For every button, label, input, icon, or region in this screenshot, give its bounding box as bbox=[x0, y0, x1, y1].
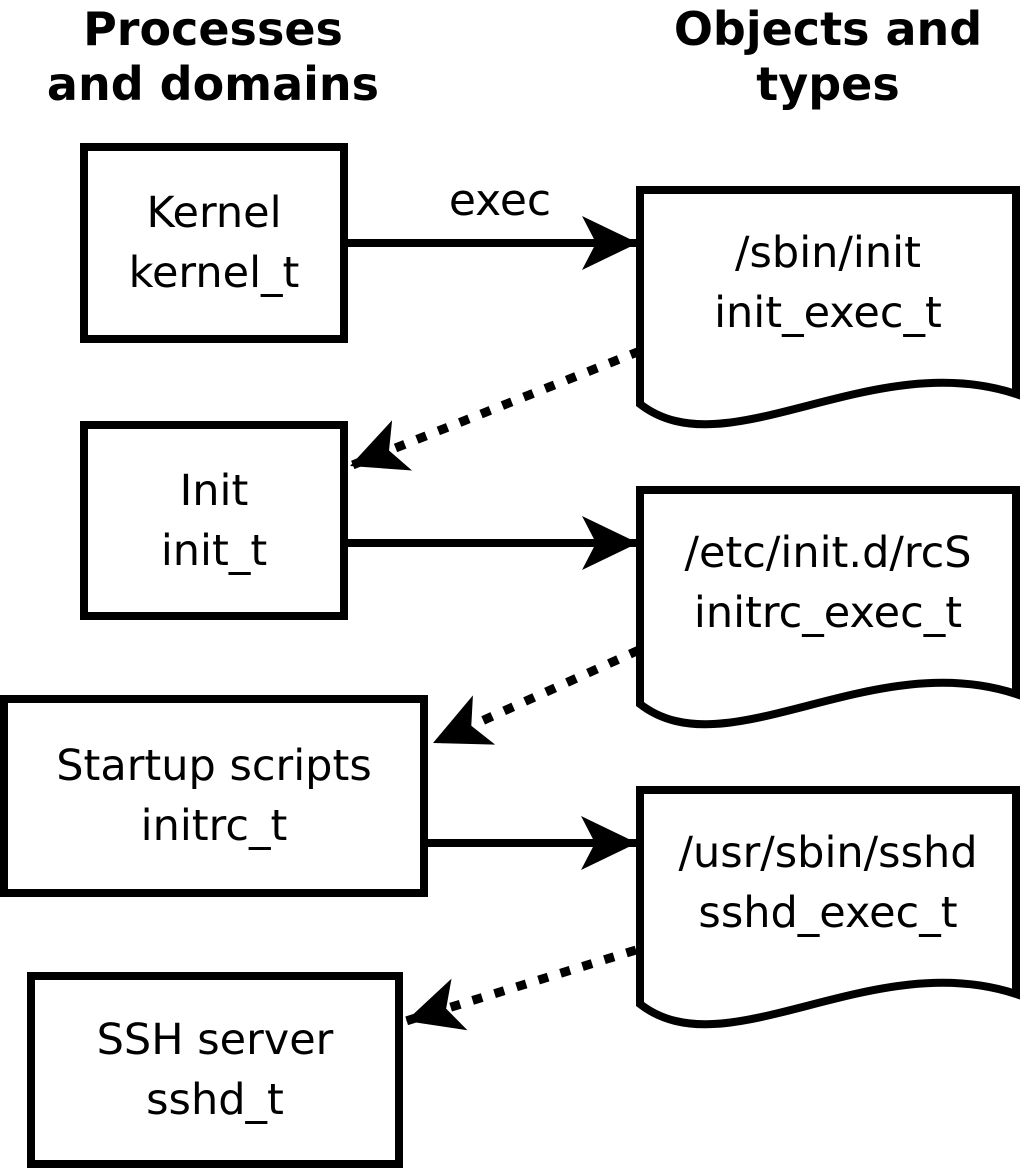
heading-line: types bbox=[756, 57, 900, 111]
column-heading-processes: Processes and domains bbox=[13, 2, 413, 112]
process-name: Startup scripts bbox=[56, 741, 372, 791]
object-doc-text: /usr/sbin/sshd sshd_exec_t bbox=[636, 823, 1020, 943]
process-name: Kernel bbox=[146, 188, 282, 238]
document-shape bbox=[636, 486, 1020, 729]
column-heading-objects: Objects and types bbox=[628, 2, 1024, 112]
object-type: init_exec_t bbox=[714, 288, 942, 338]
exec-arrow-label: exec bbox=[448, 175, 552, 226]
transition-arrow-rcs-to-initrc bbox=[431, 645, 641, 748]
process-domain-type: init_t bbox=[160, 525, 268, 576]
document-shape bbox=[636, 186, 1020, 429]
process-box-startup-scripts: Startup scripts initrc_t bbox=[0, 695, 428, 897]
process-box-ssh-server: SSH server sshd_t bbox=[27, 972, 403, 1168]
object-doc-etc-init-rcs: /etc/init.d/rcS initrc_exec_t bbox=[636, 486, 1020, 742]
object-doc-usr-sbin-sshd: /usr/sbin/sshd sshd_exec_t bbox=[636, 786, 1020, 1042]
process-box-init: Init init_t bbox=[80, 421, 348, 620]
object-doc-text: /etc/init.d/rcS initrc_exec_t bbox=[636, 523, 1020, 643]
process-name: Init bbox=[179, 465, 249, 516]
object-path: /usr/sbin/sshd bbox=[678, 828, 978, 878]
heading-line: Objects and bbox=[673, 2, 983, 56]
process-domain-type: kernel_t bbox=[128, 248, 300, 298]
process-name: SSH server bbox=[96, 1015, 334, 1065]
document-shape bbox=[636, 786, 1020, 1029]
object-type: sshd_exec_t bbox=[698, 888, 958, 938]
object-type: initrc_exec_t bbox=[693, 588, 963, 638]
heading-line: and domains bbox=[46, 57, 380, 111]
object-doc-sbin-init: /sbin/init init_exec_t bbox=[636, 186, 1020, 442]
object-path: /sbin/init bbox=[735, 228, 921, 278]
process-domain-type: sshd_t bbox=[146, 1075, 284, 1125]
transition-arrow-sbin-init-to-init bbox=[348, 346, 642, 471]
process-domain-type: initrc_t bbox=[140, 801, 288, 851]
process-box-kernel: Kernel kernel_t bbox=[80, 143, 348, 343]
heading-line: Processes bbox=[83, 2, 343, 56]
transition-arrow-sshd-exec-to-sshd bbox=[404, 945, 638, 1031]
object-path: /etc/init.d/rcS bbox=[684, 528, 972, 578]
object-doc-text: /sbin/init init_exec_t bbox=[636, 223, 1020, 343]
